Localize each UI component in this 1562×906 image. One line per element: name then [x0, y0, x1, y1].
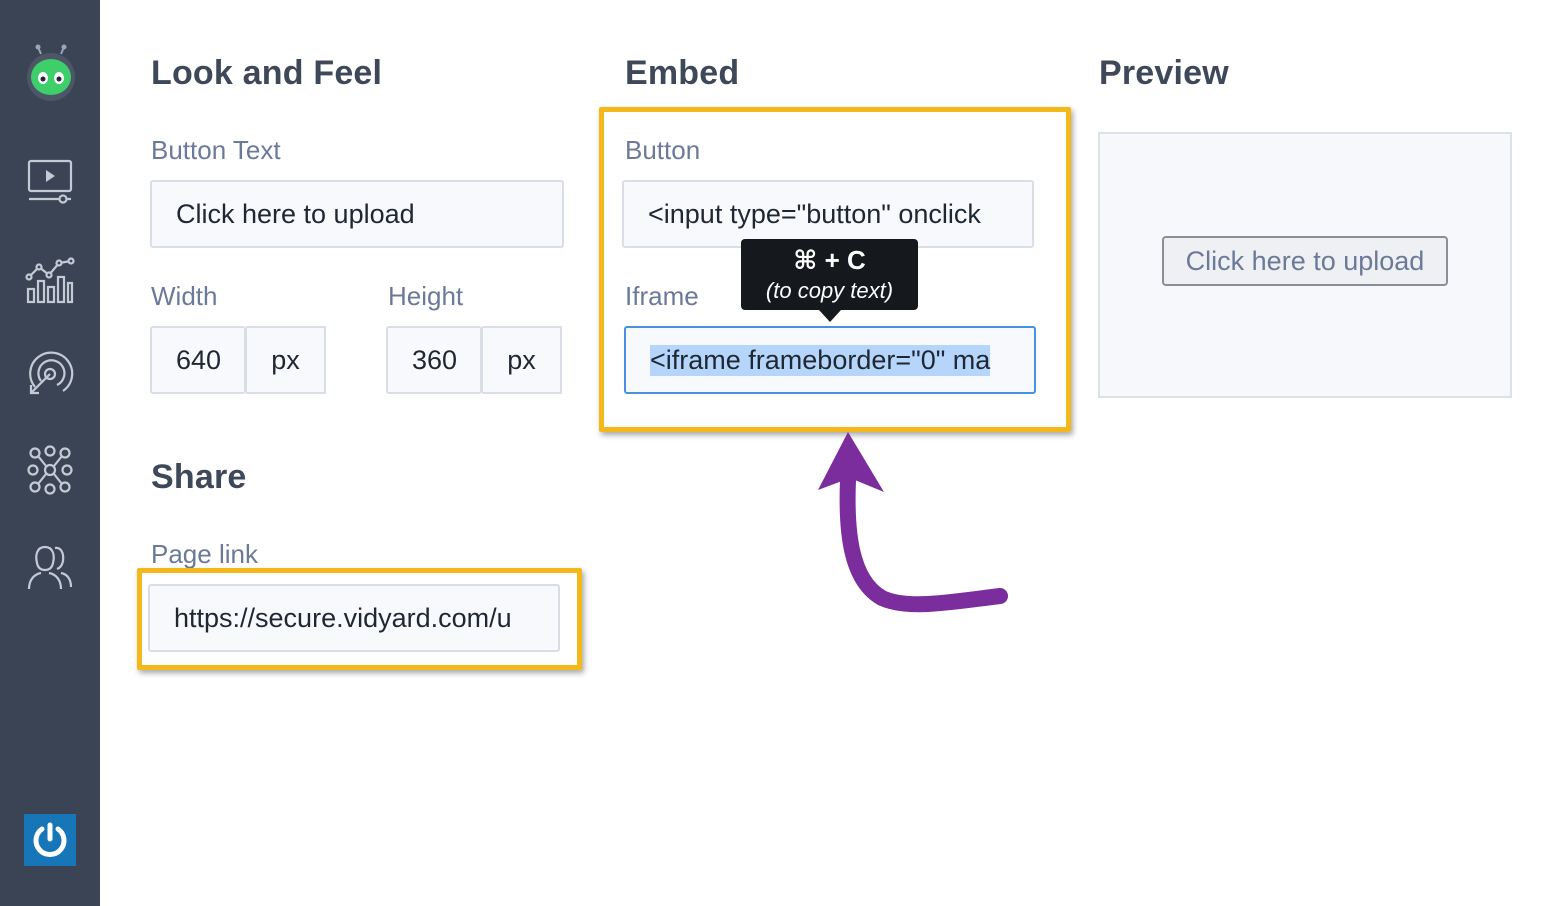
- look-and-feel-heading: Look and Feel: [151, 54, 383, 92]
- height-input[interactable]: 360: [386, 326, 482, 394]
- vidyard-robot-logo[interactable]: [24, 44, 78, 102]
- iframe-code-selection: <iframe frameborder="0" ma: [650, 344, 991, 376]
- height-label: Height: [388, 281, 464, 311]
- height-unit: px: [482, 326, 562, 394]
- nav-analytics[interactable]: [20, 252, 80, 308]
- copy-tooltip: ⌘ + C (to copy text): [741, 239, 918, 322]
- embed-button-label: Button: [625, 135, 701, 165]
- embed-button-code-input[interactable]: <input type="button" onclick: [622, 180, 1034, 248]
- tooltip-pointer: [819, 310, 841, 322]
- annotation-arrow: [818, 432, 1008, 613]
- nav-videos[interactable]: [20, 154, 80, 210]
- power-button[interactable]: [24, 814, 76, 866]
- users-icon: [27, 545, 73, 590]
- sidebar: [0, 0, 100, 906]
- embed-iframe-code-input[interactable]: <iframe frameborder="0" ma: [624, 326, 1036, 394]
- page-link-label: Page link: [151, 539, 258, 569]
- button-text-label: Button Text: [151, 135, 281, 165]
- nav-targeting[interactable]: [20, 346, 80, 402]
- share-heading: Share: [151, 458, 247, 496]
- width-input[interactable]: 640: [150, 326, 246, 394]
- preview-upload-button[interactable]: Click here to upload: [1162, 236, 1448, 286]
- analytics-icon: [25, 257, 75, 304]
- preview-heading: Preview: [1099, 54, 1229, 92]
- nav-users[interactable]: [20, 538, 80, 594]
- video-player-icon: [27, 159, 73, 204]
- embed-iframe-label: Iframe: [625, 281, 699, 311]
- page-link-input[interactable]: https://secure.vidyard.com/u: [148, 584, 560, 652]
- embed-heading: Embed: [625, 54, 740, 92]
- width-unit: px: [246, 326, 326, 394]
- preview-panel: Click here to upload: [1098, 132, 1512, 398]
- power-icon: [33, 822, 67, 857]
- integrations-icon: [27, 445, 73, 495]
- tooltip-hint: (to copy text): [765, 278, 894, 303]
- width-label: Width: [151, 281, 218, 311]
- target-icon: [29, 351, 74, 395]
- button-text-input[interactable]: Click here to upload: [150, 180, 564, 248]
- tooltip-shortcut: ⌘ + C: [793, 245, 866, 275]
- nav-integrations[interactable]: [20, 442, 80, 498]
